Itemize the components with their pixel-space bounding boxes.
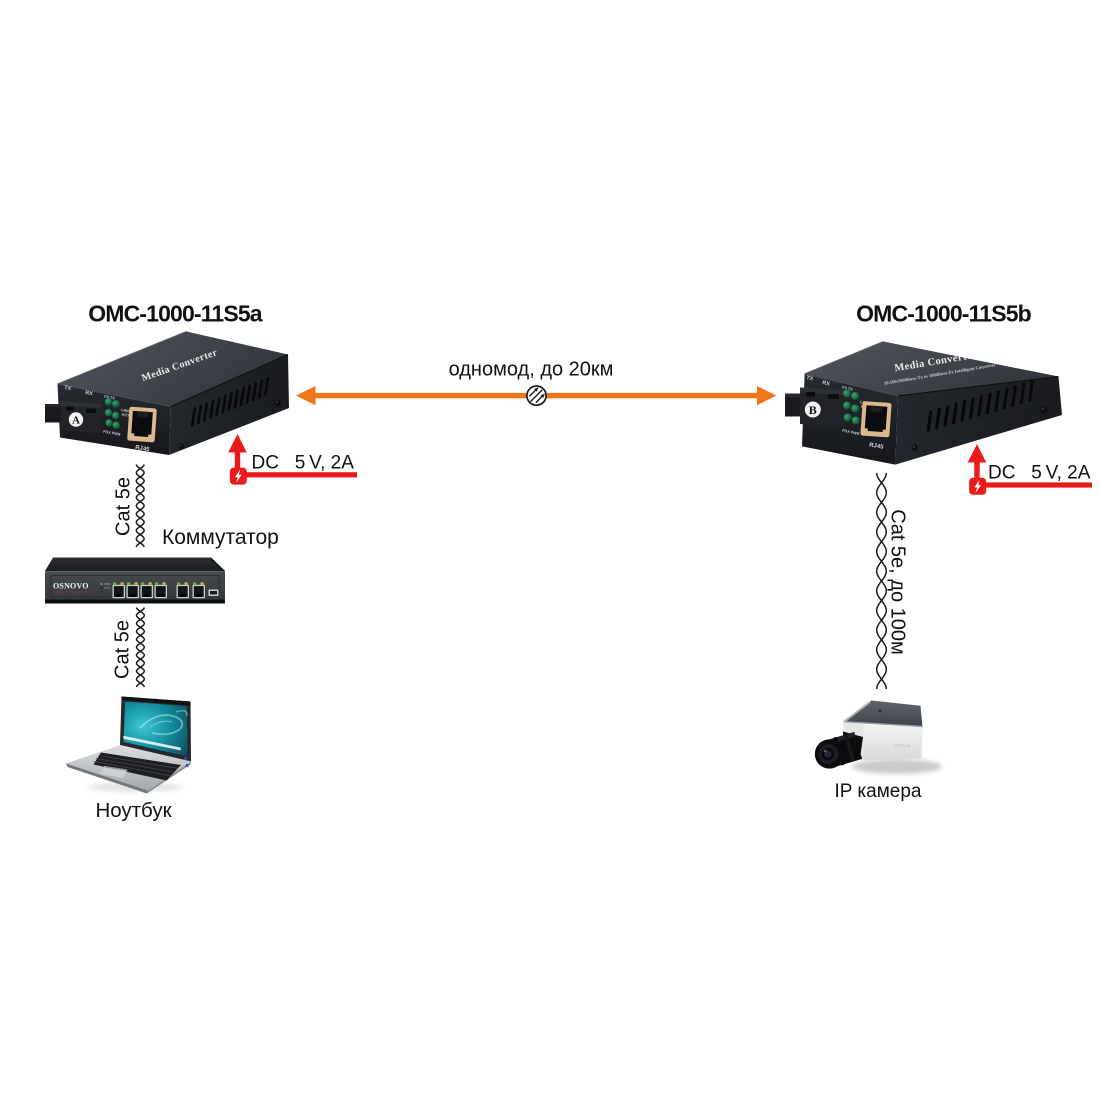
svg-text:RJ45: RJ45 xyxy=(135,445,151,453)
svg-text:RX: RX xyxy=(85,390,94,397)
svg-text:DC 5 V, 2A: DC 5 V, 2A xyxy=(252,452,355,473)
svg-text:DC 5 V, 2A: DC 5 V, 2A xyxy=(988,463,1091,484)
svg-text:RJ45: RJ45 xyxy=(869,443,885,451)
svg-text:A: A xyxy=(72,415,80,427)
svg-text:TX: TX xyxy=(806,375,814,382)
svg-text:Cat 5e: Cat 5e xyxy=(113,477,135,536)
svg-text:Cat 5e: Cat 5e xyxy=(112,620,134,679)
svg-text:RX: RX xyxy=(822,380,831,388)
svg-text:LINK: LINK xyxy=(121,408,131,414)
svg-text:TX: TX xyxy=(64,385,72,392)
svg-text:SYS: SYS xyxy=(104,586,110,590)
svg-text:Коммутатор: Коммутатор xyxy=(162,526,279,549)
svg-text:B: B xyxy=(809,403,817,417)
svg-text:FDX PWR: FDX PWR xyxy=(103,430,121,437)
svg-text:Cat 5e, до 100м: Cat 5e, до 100м xyxy=(887,509,909,655)
svg-text:FX TX: FX TX xyxy=(104,395,116,401)
svg-text:IP камера: IP камера xyxy=(835,781,922,802)
svg-text:PWR: PWR xyxy=(104,582,111,586)
svg-text:FX TX: FX TX xyxy=(842,386,854,392)
svg-text:CABLE TRANSMISSION: CABLE TRANSMISSION xyxy=(54,591,94,595)
svg-text:Ноутбук: Ноутбук xyxy=(95,799,172,822)
svg-text:OSNOVO: OSNOVO xyxy=(53,582,89,591)
svg-text:OMC-1000-11S5b: OMC-1000-11S5b xyxy=(856,301,1032,327)
svg-text:JZ750-tlr: JZ750-tlr xyxy=(893,743,911,749)
svg-text:OMC-1000-11S5a: OMC-1000-11S5a xyxy=(88,301,263,327)
svg-text:FDX PWR: FDX PWR xyxy=(842,429,860,437)
svg-text:одномод, до 20км: одномод, до 20км xyxy=(449,359,614,381)
svg-text:ACT: ACT xyxy=(121,413,130,419)
